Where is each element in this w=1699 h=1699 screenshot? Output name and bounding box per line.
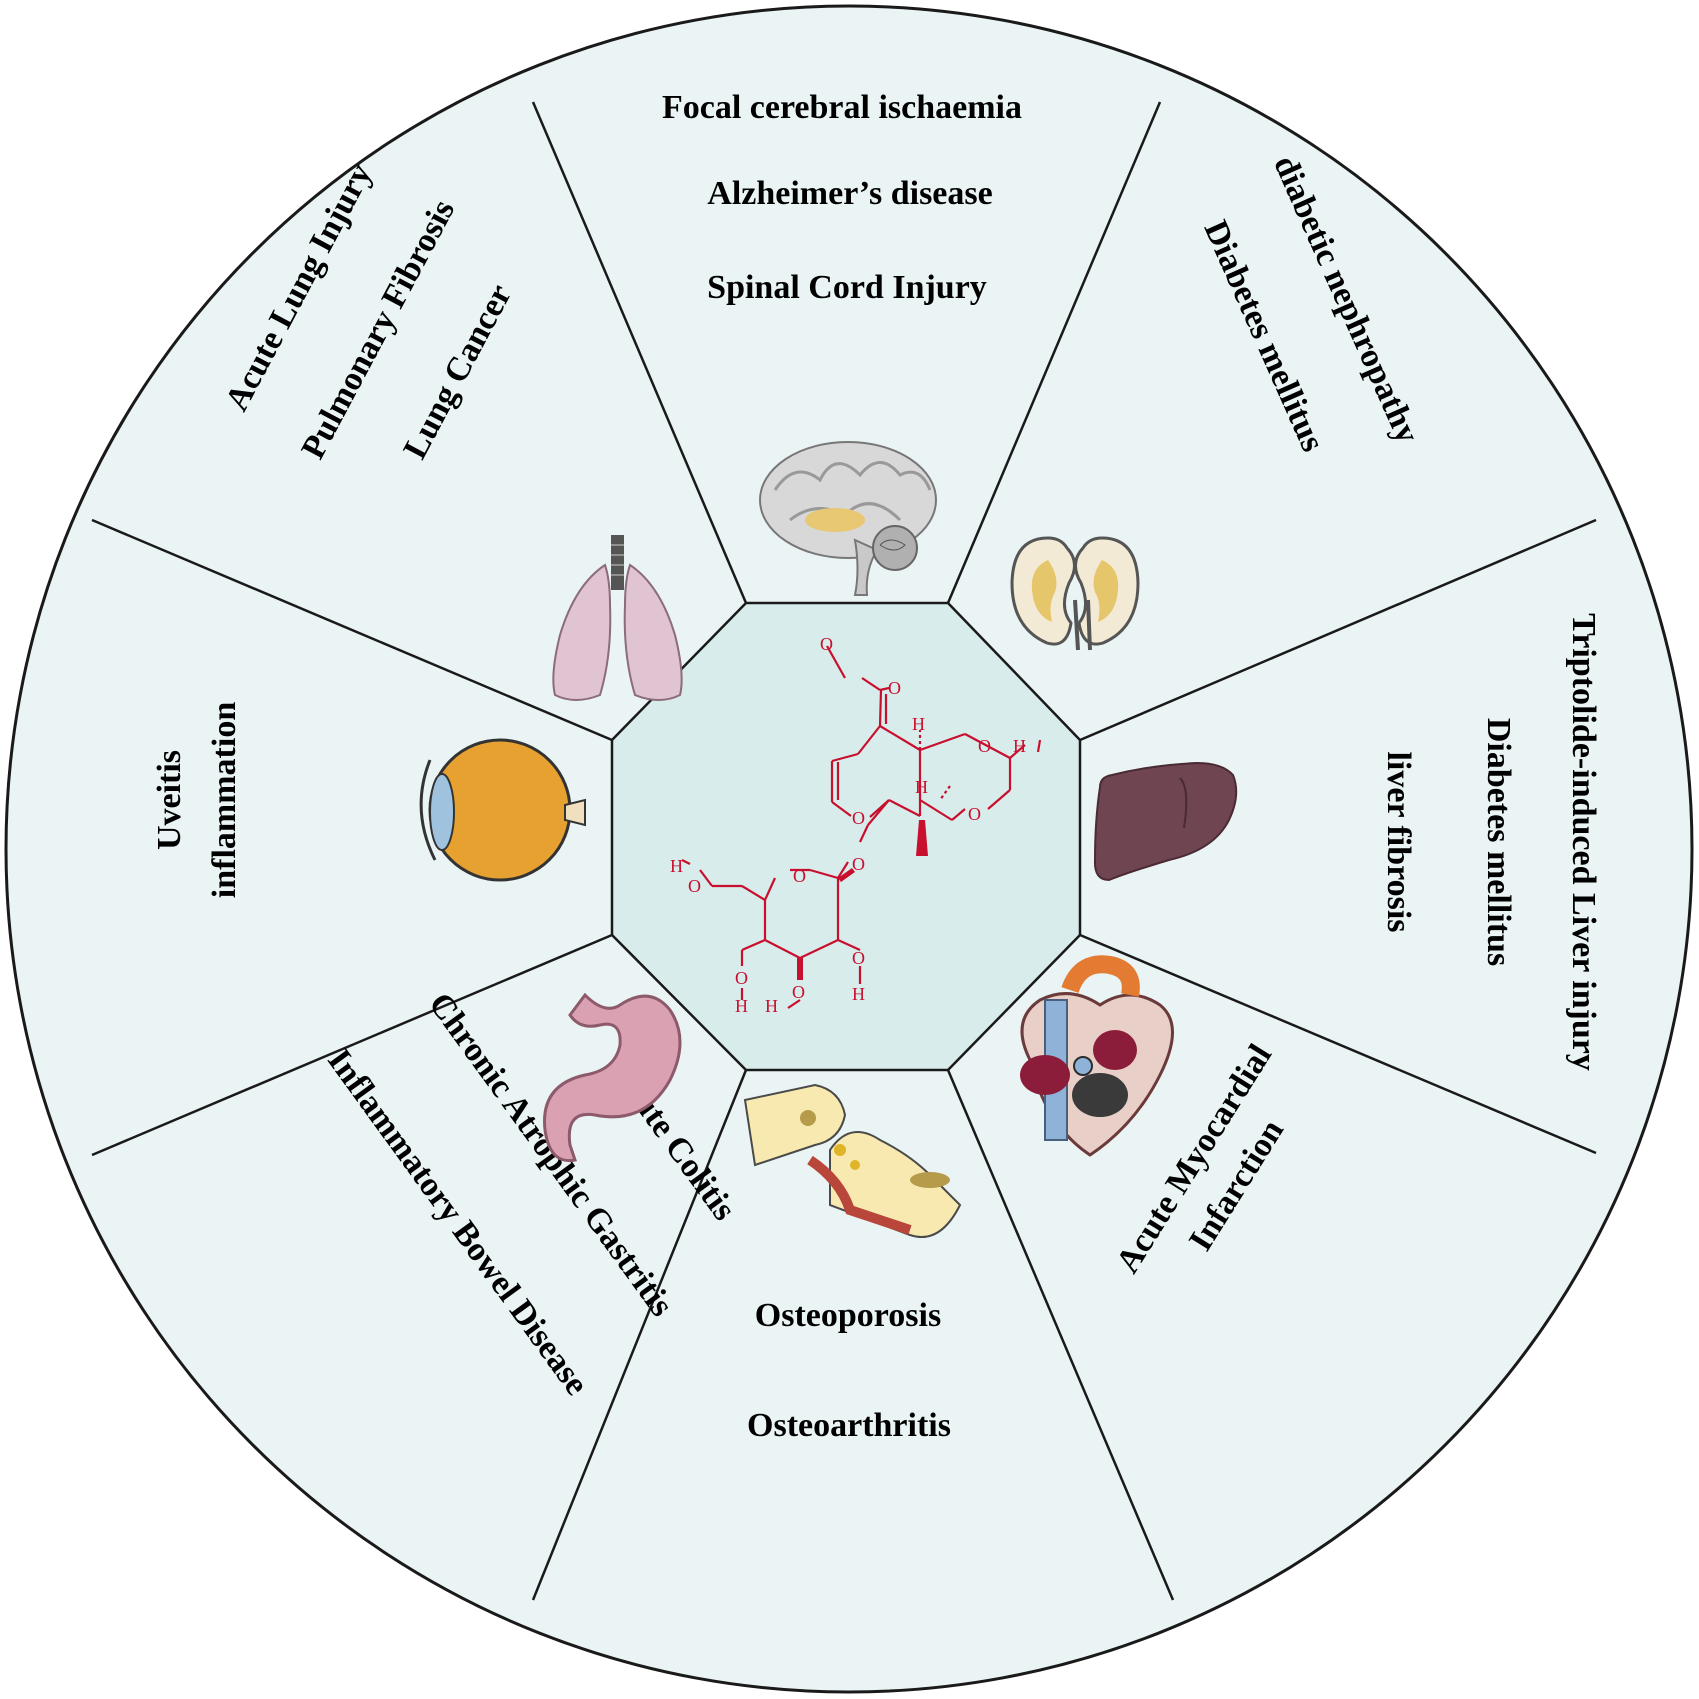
liver-icon: [1093, 761, 1238, 882]
sector-brain: Focal cerebral ischaemia Alzheimer’s dis…: [662, 89, 1022, 596]
label-diabetes-mellitus-liver: Diabetes mellitus: [1480, 718, 1517, 966]
label-focal-cerebral-ischaemia: Focal cerebral ischaemia: [662, 89, 1022, 126]
svg-text:O: O: [888, 678, 901, 698]
center-octagon: [610, 601, 1082, 1072]
svg-text:H: H: [852, 984, 865, 1004]
lungs-icon: [552, 535, 683, 701]
knee-joint-icon: [743, 1083, 962, 1238]
svg-text:H: H: [765, 996, 778, 1016]
label-triptolide-liver-injury: Triptolide-induced Liver injury: [1565, 613, 1602, 1071]
svg-text:O: O: [852, 948, 865, 968]
svg-text:O: O: [820, 634, 833, 654]
svg-text:O: O: [852, 808, 865, 828]
kidney-icon: [1010, 536, 1140, 651]
stomach-icon: [543, 992, 682, 1163]
sector-dividers: [91, 101, 1597, 1601]
svg-text:H: H: [735, 996, 748, 1016]
brain-icon: [759, 441, 937, 596]
svg-text:O: O: [978, 736, 991, 756]
label-osteoporosis: Osteoporosis: [755, 1297, 941, 1334]
sector-liver: Triptolide-induced Liver injury Diabetes…: [1093, 613, 1602, 1071]
svg-text:H: H: [1013, 736, 1026, 756]
svg-text:O: O: [792, 982, 805, 1002]
label-spinal-cord-injury: Spinal Cord Injury: [707, 269, 987, 306]
label-alzheimers-disease: Alzheimer’s disease: [707, 175, 992, 212]
compound-structure: O O O O O H H H O O O H O H O H O H: [670, 634, 1042, 1016]
label-uveitis: Uveitis: [151, 750, 188, 850]
svg-text:O: O: [852, 854, 865, 874]
sector-bone: Osteoporosis Osteoarthritis: [743, 1083, 962, 1444]
svg-text:O: O: [793, 866, 806, 886]
svg-text:O: O: [688, 876, 701, 896]
svg-text:H: H: [915, 777, 928, 797]
svg-text:H: H: [912, 714, 925, 734]
svg-text:O: O: [735, 968, 748, 988]
label-liver-fibrosis: liver fibrosis: [1380, 751, 1417, 932]
sector-eye: Uveitis inflammation: [151, 702, 586, 899]
svg-text:O: O: [968, 804, 981, 824]
heart-icon: [1020, 955, 1174, 1157]
label-inflammation: inflammation: [206, 702, 243, 899]
label-osteoarthritis: Osteoarthritis: [747, 1407, 951, 1444]
eye-icon: [419, 738, 586, 882]
svg-text:H: H: [670, 856, 683, 876]
